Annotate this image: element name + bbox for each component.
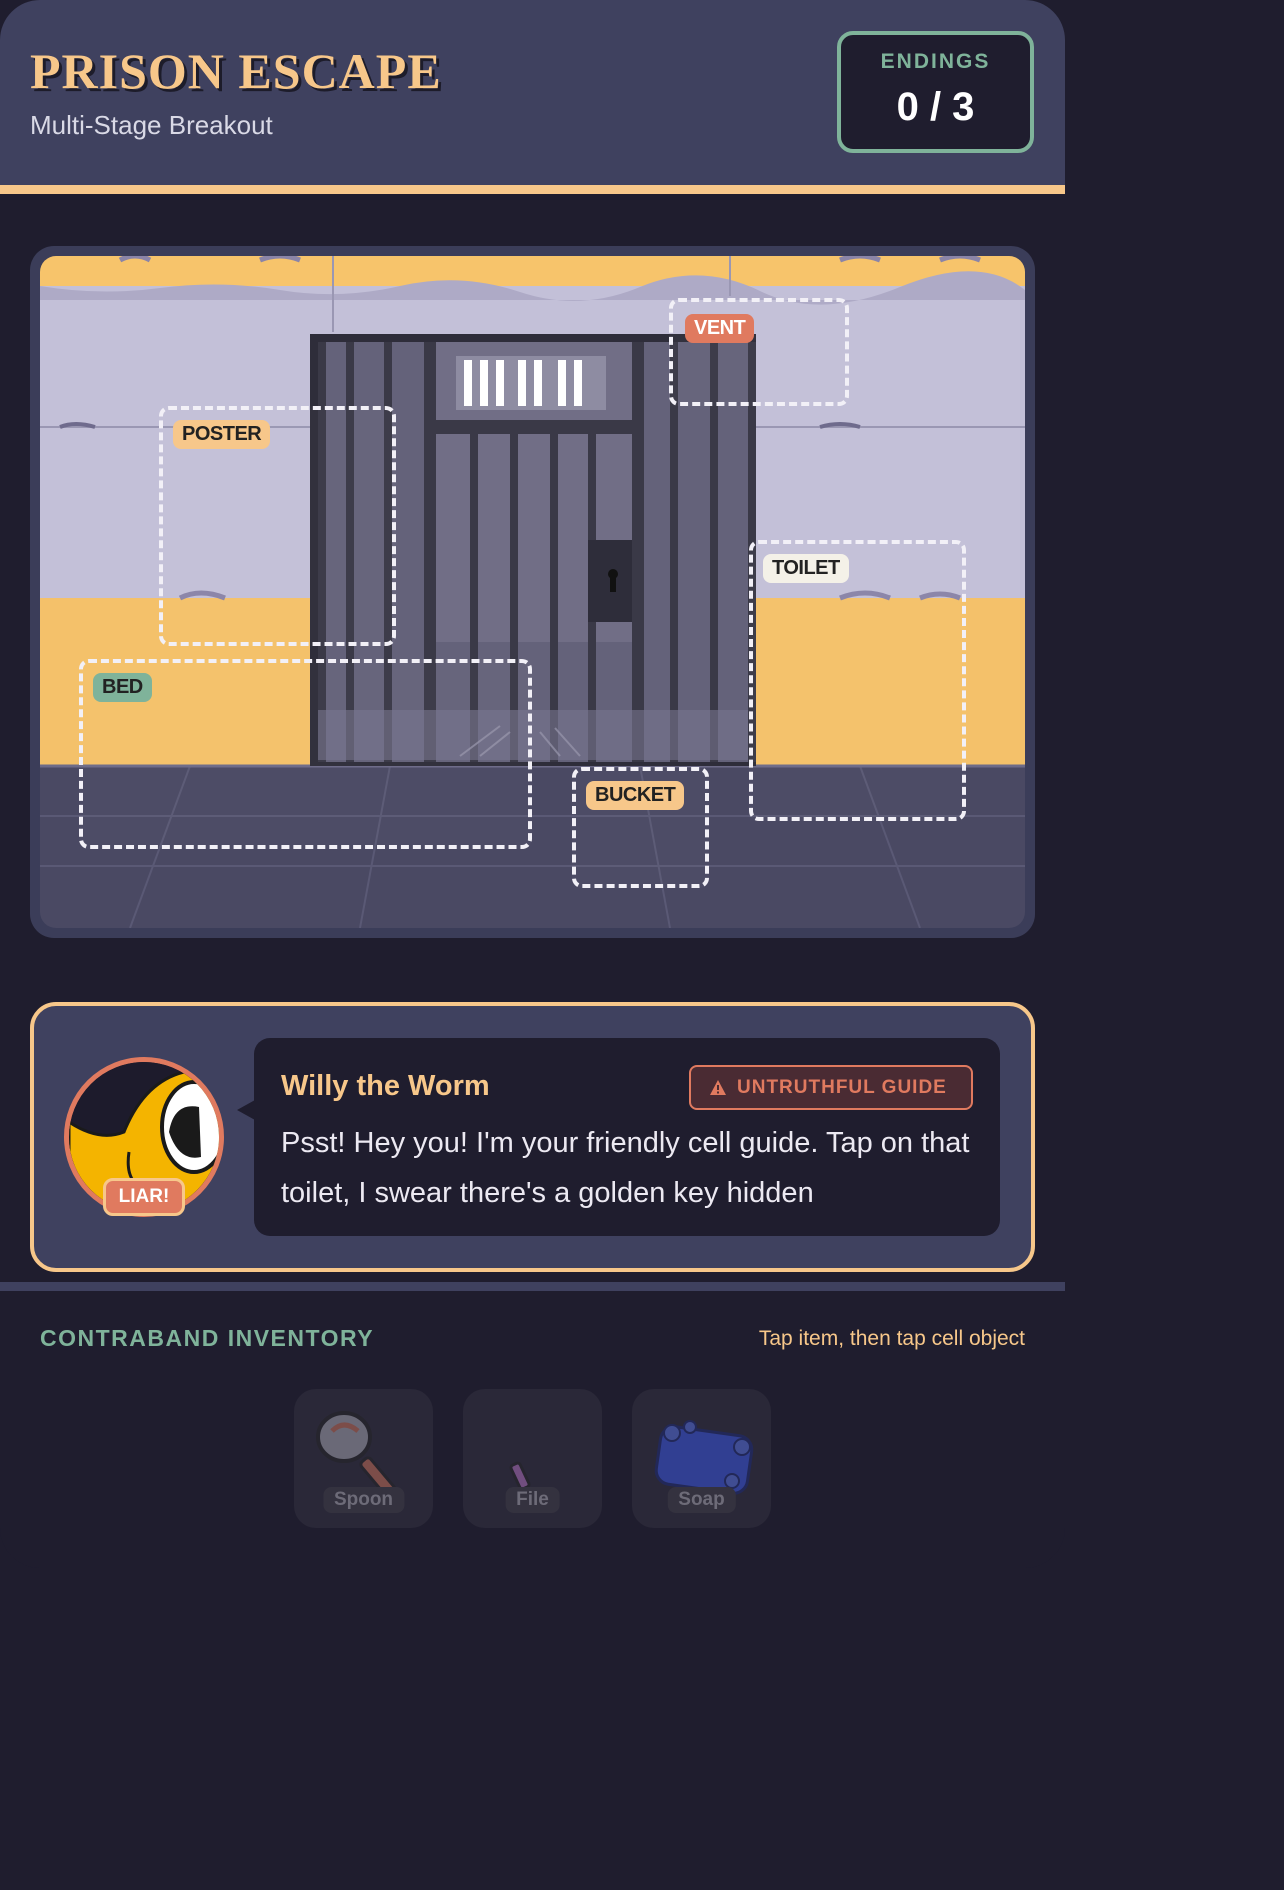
endings-count: 0 / 3 xyxy=(896,85,975,129)
endings-label: ENDINGS xyxy=(880,50,991,73)
bed-label: BED xyxy=(93,673,152,702)
game-subtitle: Multi-Stage Breakout xyxy=(30,110,273,140)
game-app: PRISON ESCAPE Multi-Stage Breakout ENDIN… xyxy=(0,0,1065,1528)
guide-badge-text: UNTRUTHFUL GUIDE xyxy=(737,1077,947,1098)
game-title: PRISON ESCAPE xyxy=(30,43,442,99)
worm-face-icon xyxy=(69,1062,219,1212)
hotspot-poster[interactable]: POSTER xyxy=(159,406,396,646)
header-divider xyxy=(0,185,1065,194)
file-label: File xyxy=(505,1487,560,1513)
poster-label: POSTER xyxy=(173,420,271,449)
warning-icon xyxy=(710,1080,726,1095)
speech-bubble-tail xyxy=(237,1100,255,1120)
inventory-hint: Tap item, then tap cell object xyxy=(758,1327,1025,1350)
inventory-slot-spoon[interactable]: Spoon xyxy=(294,1389,433,1528)
soap-icon xyxy=(654,1420,754,1495)
hotspot-vent[interactable]: VENT xyxy=(669,298,849,406)
inventory-slot-file[interactable]: File xyxy=(463,1389,602,1528)
speaker-name: Willy the Worm xyxy=(281,1070,490,1102)
spoon-icon xyxy=(316,1411,397,1498)
liar-badge: LIAR! xyxy=(103,1178,185,1216)
toilet-label: TOILET xyxy=(763,554,849,583)
soap-label: Soap xyxy=(667,1487,736,1513)
spoon-label: Spoon xyxy=(322,1487,405,1513)
hotspot-bucket[interactable]: BUCKET xyxy=(572,767,709,888)
willy-worm-avatar xyxy=(64,1057,224,1217)
inventory-slot-soap[interactable]: Soap xyxy=(632,1389,771,1528)
inventory-title: CONTRABAND INVENTORY xyxy=(40,1325,375,1351)
inventory-divider xyxy=(0,1282,1065,1291)
hotspot-toilet[interactable]: TOILET xyxy=(749,540,966,821)
hotspot-bed[interactable]: BED xyxy=(79,659,532,849)
vent-label: VENT xyxy=(685,314,755,343)
untruthful-guide-badge: UNTRUTHFUL GUIDE xyxy=(689,1065,973,1110)
endings-counter: ENDINGS 0 / 3 xyxy=(837,31,1034,153)
bucket-label: BUCKET xyxy=(586,781,685,810)
dialogue-text: Psst! Hey you! I'm your friendly cell gu… xyxy=(281,1127,970,1209)
